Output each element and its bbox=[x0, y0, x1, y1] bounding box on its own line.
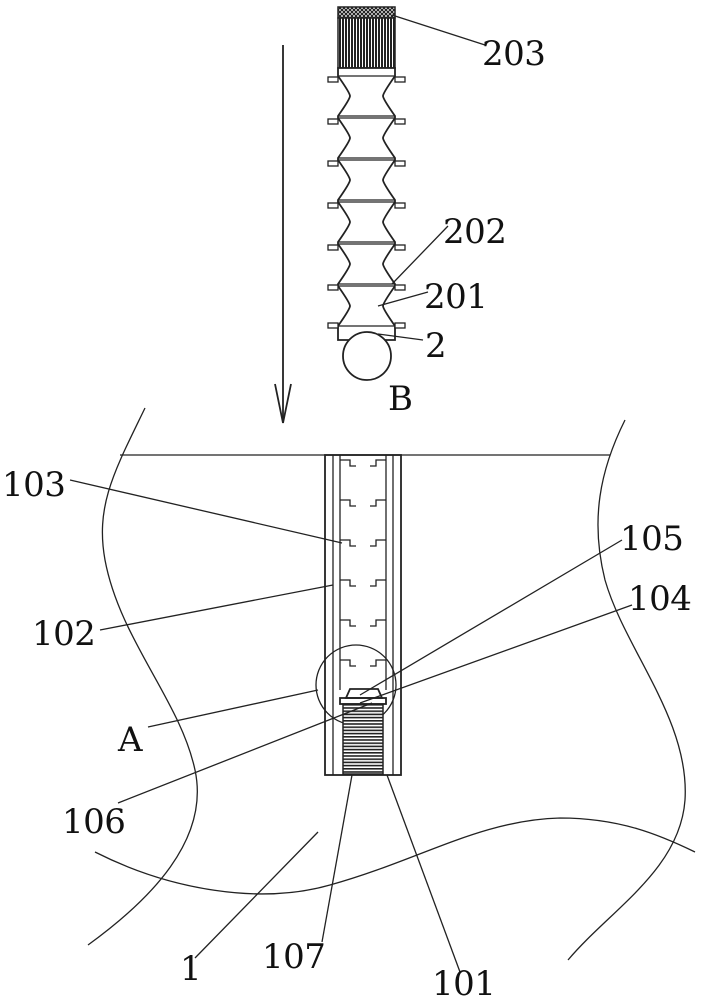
label-201: 201 bbox=[424, 277, 487, 317]
label-101: 101 bbox=[432, 964, 495, 1000]
label-202: 202 bbox=[443, 212, 506, 252]
label-2: 2 bbox=[425, 326, 446, 366]
bone-body-outline bbox=[88, 408, 695, 960]
label-a: A bbox=[117, 720, 143, 760]
label-104: 104 bbox=[628, 579, 691, 619]
label-103: 103 bbox=[2, 465, 65, 505]
spine-rod-body bbox=[338, 68, 395, 340]
reference-labels: 203 202 201 2 B 103 105 104 102 A 106 1 … bbox=[2, 34, 691, 1000]
label-106: 106 bbox=[62, 802, 125, 842]
label-203: 203 bbox=[482, 34, 545, 74]
label-107: 107 bbox=[262, 937, 325, 977]
label-105: 105 bbox=[620, 519, 683, 559]
threaded-screw-101 bbox=[343, 704, 383, 774]
handle-knurled-cap bbox=[338, 7, 395, 68]
label-1: 1 bbox=[180, 949, 201, 989]
rod-ball-tip bbox=[343, 332, 391, 380]
label-102: 102 bbox=[32, 614, 95, 654]
label-b: B bbox=[388, 379, 413, 419]
channel-notches bbox=[340, 460, 386, 666]
insertion-arrow bbox=[275, 45, 291, 423]
